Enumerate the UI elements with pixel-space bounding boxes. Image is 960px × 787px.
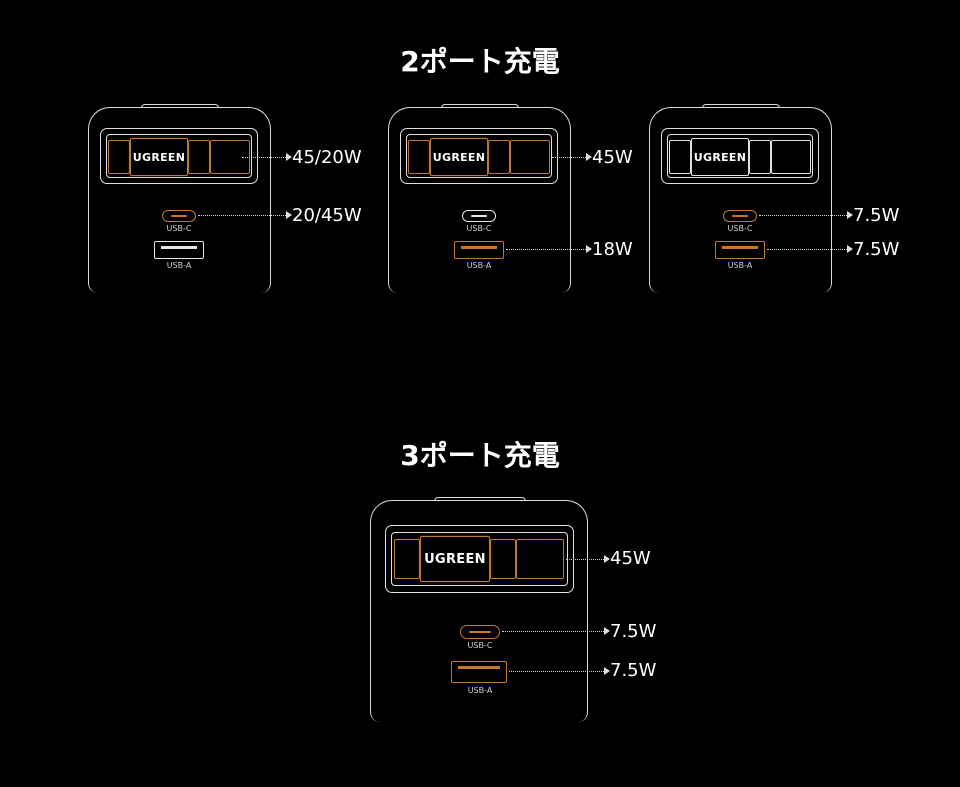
plug-arrow — [566, 555, 610, 563]
plug-brand-block: UGREEN — [420, 536, 490, 582]
usb-c-arrow — [759, 211, 853, 219]
charger-top-tab — [141, 104, 219, 108]
usb-c-label: USB-C — [166, 224, 192, 233]
plug-slot-inner — [406, 134, 552, 178]
usb-a-wattage: 18W — [592, 239, 633, 260]
plug-segment-mid — [490, 539, 516, 579]
usb-a-label: USB-A — [466, 261, 492, 270]
plug-segment-mid — [749, 140, 771, 174]
usb-c-arrow — [502, 627, 610, 635]
charger-body — [388, 104, 571, 293]
plug-segment-left — [394, 539, 420, 579]
two-port-title: 2ポート充電 — [400, 45, 560, 78]
charger-top-tab — [434, 497, 526, 501]
usb-c-wattage: 7.5W — [610, 621, 657, 642]
plug-slot-inner — [667, 134, 813, 178]
usb-a-wattage: 7.5W — [853, 239, 900, 260]
charger-top-tab — [441, 104, 519, 108]
plug-segment-right — [516, 539, 564, 579]
usb-c-label: USB-C — [467, 641, 493, 650]
usb-c-port — [462, 210, 496, 222]
usb-c-wattage: 7.5W — [853, 205, 900, 226]
usb-a-arrow — [509, 667, 610, 675]
plug-slot — [400, 128, 558, 184]
plug-brand-block: UGREEN — [430, 138, 488, 176]
usb-a-label: USB-A — [467, 686, 493, 695]
usb-c-wattage: 20/45W — [292, 205, 362, 226]
usb-a-port — [154, 241, 204, 259]
plug-segment-left — [408, 140, 430, 174]
usb-a-arrow — [767, 245, 853, 253]
charger-body — [370, 497, 588, 722]
usb-a-port — [451, 661, 507, 683]
usb-a-wattage: 7.5W — [610, 660, 657, 681]
plug-wattage: 45W — [610, 548, 651, 569]
usb-c-label: USB-C — [466, 224, 492, 233]
plug-slot — [661, 128, 819, 184]
plug-arrow — [552, 153, 592, 161]
usb-c-label: USB-C — [727, 224, 753, 233]
plug-segment-right — [510, 140, 550, 174]
usb-a-port — [454, 241, 504, 259]
charger-body — [88, 104, 271, 293]
usb-a-arrow — [506, 245, 592, 253]
usb-c-port — [723, 210, 757, 222]
plug-arrow — [242, 153, 292, 161]
plug-segment-mid — [488, 140, 510, 174]
usb-a-label: USB-A — [727, 261, 753, 270]
plug-brand-block: UGREEN — [691, 138, 749, 176]
plug-segment-left — [669, 140, 691, 174]
usb-c-arrow — [198, 211, 292, 219]
charger-body — [649, 104, 832, 293]
usb-a-port — [715, 241, 765, 259]
plug-wattage: 45/20W — [292, 147, 362, 168]
plug-segment-left — [108, 140, 130, 174]
plug-wattage: 45W — [592, 147, 633, 168]
plug-segment-right — [771, 140, 811, 174]
charger-top-tab — [702, 104, 780, 108]
usb-a-label: USB-A — [166, 261, 192, 270]
plug-brand-block: UGREEN — [130, 138, 188, 176]
three-port-title: 3ポート充電 — [400, 439, 560, 472]
usb-c-port — [162, 210, 196, 222]
plug-slot-inner — [106, 134, 252, 178]
plug-segment-mid — [188, 140, 210, 174]
plug-slot — [100, 128, 258, 184]
usb-c-port — [460, 625, 500, 639]
